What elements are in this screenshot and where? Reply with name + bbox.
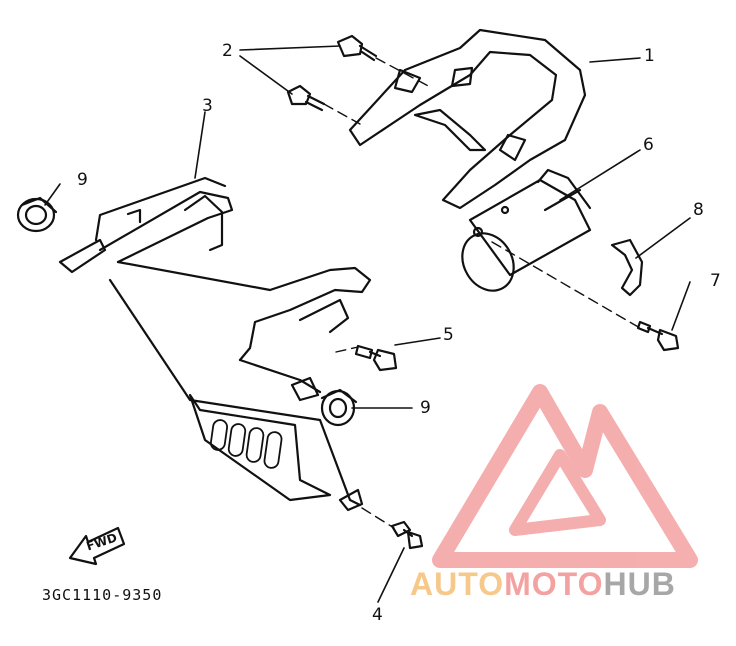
bolt-2-upper	[336, 34, 378, 62]
watermark-part-hub: HUB	[603, 566, 676, 602]
callout-7: 7	[710, 271, 721, 291]
leader-lines	[44, 45, 691, 603]
callout-5: 5	[443, 325, 454, 345]
grommet-9-left	[16, 196, 58, 233]
callout-9-left: 9	[77, 170, 88, 190]
watermark-logo	[432, 384, 698, 568]
callout-9-right: 9	[420, 398, 431, 418]
bolt-2-lower	[286, 84, 326, 112]
callout-8: 8	[693, 200, 704, 220]
callout-1: 1	[644, 46, 655, 66]
watermark-text: AUTOMOTOHUB	[410, 566, 676, 603]
upper-guard-frame	[348, 28, 587, 210]
bolt-4	[390, 520, 424, 550]
bolt-5	[354, 344, 398, 372]
bolt-7	[636, 320, 680, 352]
guard-vents	[209, 419, 283, 469]
callout-6: 6	[643, 135, 654, 155]
watermark-part-auto: AUTO	[410, 566, 505, 602]
callout-4: 4	[372, 605, 383, 625]
watermark-part-moto: MOTO	[504, 566, 604, 602]
lower-guard-frame	[58, 176, 372, 512]
fwd-arrow-icon	[68, 526, 126, 566]
clip-ring	[610, 238, 644, 297]
starter-motor	[461, 168, 592, 292]
callout-3: 3	[202, 96, 213, 116]
diagram-code: 3GC1110-9350	[42, 586, 163, 604]
grommet-9-right	[320, 388, 358, 427]
center-lines	[323, 57, 641, 529]
callout-2: 2	[222, 41, 233, 61]
